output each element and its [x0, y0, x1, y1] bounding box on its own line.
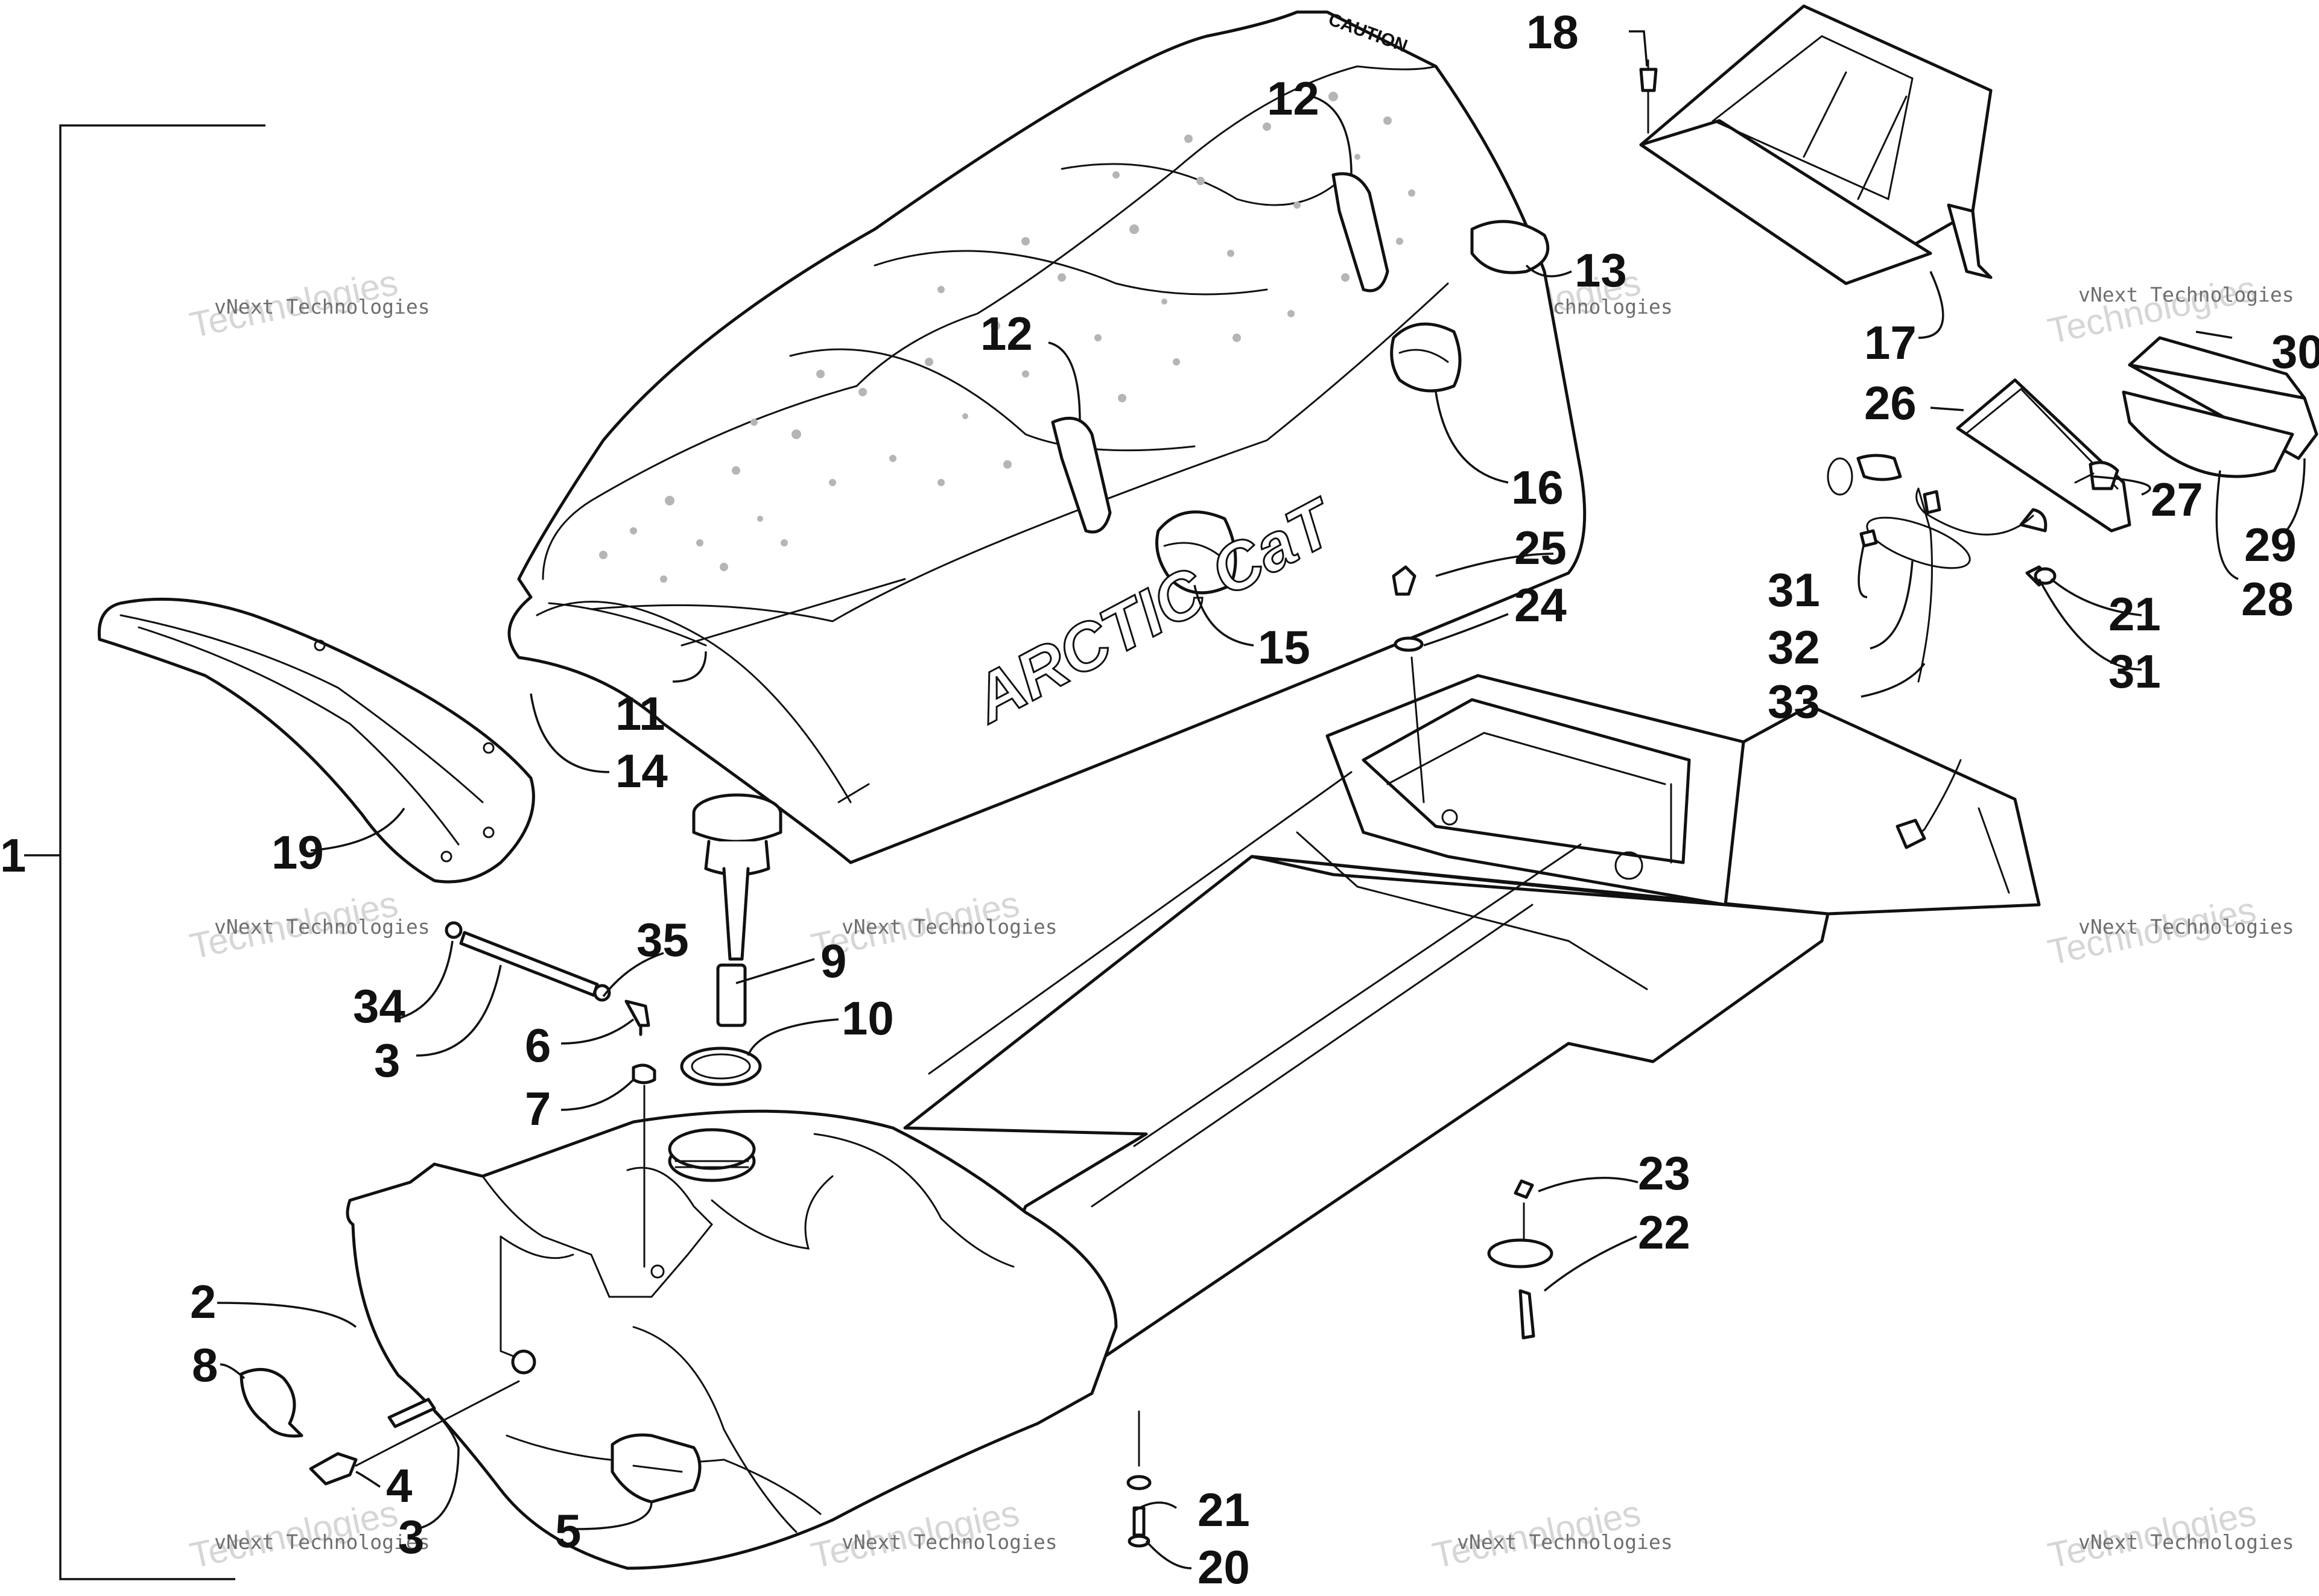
svg-text:vNext Technologies: vNext Technologies: [2078, 915, 2294, 939]
callout-13: 13: [1575, 244, 1627, 297]
callout-14: 14: [615, 744, 668, 797]
callout-32: 32: [1768, 621, 1820, 674]
svg-text:Technologies: Technologies: [2045, 268, 2260, 351]
callout-7: 7: [525, 1082, 551, 1135]
watermark-8: Technologies vNext Technologies: [2045, 889, 2294, 972]
callout-34: 34: [353, 980, 405, 1033]
callout-1: 1: [0, 829, 26, 882]
callout-8: 8: [192, 1338, 218, 1392]
callout-labels: 1 2 3 3 4 5 6 7 8 9 10 11 12 12 13 14 15…: [0, 5, 2319, 1594]
callout-4: 4: [386, 1459, 412, 1512]
seat-base-storage: [903, 674, 2041, 1419]
svg-text:vNext Technologies: vNext Technologies: [2078, 1530, 2294, 1554]
callout-2: 2: [190, 1275, 216, 1328]
svg-text:vNext Technologies: vNext Technologies: [842, 1530, 1058, 1554]
callout-18: 18: [1526, 5, 1579, 59]
small-parts-lower-left: [240, 1349, 536, 1486]
callout-20: 20: [1198, 1541, 1250, 1594]
svg-text:vNext Technologies: vNext Technologies: [842, 915, 1058, 939]
svg-text:vNext Technologies: vNext Technologies: [214, 1530, 430, 1554]
callout-6: 6: [525, 1019, 551, 1072]
fasteners-lower: [1126, 1179, 1553, 1548]
seat-plug-16: [1390, 322, 1462, 393]
watermark-1: Technologies vNext Technologies: [186, 262, 430, 345]
callout-17: 17: [1864, 316, 1917, 369]
callout-11: 11: [615, 687, 665, 740]
callout-25: 25: [1514, 521, 1567, 574]
callout-26: 26: [1864, 376, 1917, 429]
callout-33: 33: [1768, 675, 1820, 728]
callout-5: 5: [555, 1504, 581, 1557]
callout-15: 15: [1258, 621, 1310, 674]
assembly-bracket: [24, 124, 265, 1580]
callout-12a: 12: [980, 307, 1033, 360]
seat-texture: [599, 92, 1415, 583]
callout-29: 29: [2244, 518, 2297, 571]
taillight-assembly: [1827, 336, 2318, 849]
callout-22: 22: [1638, 1206, 1690, 1259]
callout-30: 30: [2271, 325, 2319, 378]
svg-text:vNext Technologies: vNext Technologies: [214, 295, 430, 318]
callout-31a: 31: [1768, 563, 1820, 616]
callout-21b: 21: [2108, 587, 2161, 641]
callout-9: 9: [820, 934, 846, 987]
callout-28: 28: [2241, 572, 2294, 625]
seat: ARCTIC CaT CAUTION: [507, 10, 1587, 864]
callout-21a: 21: [1198, 1483, 1250, 1536]
watermark-11: Technologies vNext Technologies: [1429, 1492, 1673, 1575]
watermark-12: Technologies vNext Technologies: [2045, 1492, 2294, 1575]
seat-plug-15: [1155, 510, 1237, 595]
seat-handle-rear: [1331, 172, 1389, 293]
fuel-cap-sender: [680, 793, 782, 1086]
callout-10: 10: [842, 992, 894, 1045]
callout-3a: 3: [374, 1034, 400, 1087]
svg-text:vNext Technologies: vNext Technologies: [2078, 283, 2294, 306]
callout-35: 35: [636, 913, 689, 966]
seat-handle-front: [1051, 416, 1112, 534]
fasteners-upper-mid: [1392, 565, 1425, 803]
fuel-tank: [346, 1109, 1118, 1570]
callout-24: 24: [1514, 578, 1567, 632]
svg-text:vNext Technologies: vNext Technologies: [214, 915, 430, 939]
leader-lines: [217, 30, 2306, 1569]
svg-text:vNext Technologies: vNext Technologies: [1457, 1530, 1673, 1554]
seat-trim-piece: [97, 597, 535, 884]
callout-27: 27: [2151, 473, 2203, 526]
callout-23: 23: [1638, 1147, 1690, 1200]
watermark-5: Technologies vNext Technologies: [186, 883, 430, 966]
rear-rack: [1639, 4, 1993, 285]
callout-16: 16: [1511, 461, 1564, 514]
seat-patch-13: [1470, 220, 1550, 274]
callout-3b: 3: [398, 1510, 424, 1563]
callout-12b: 12: [1267, 72, 1319, 125]
fuel-hose-parts: [445, 921, 656, 1268]
callout-19: 19: [271, 826, 324, 879]
callout-31b: 31: [2108, 645, 2161, 698]
